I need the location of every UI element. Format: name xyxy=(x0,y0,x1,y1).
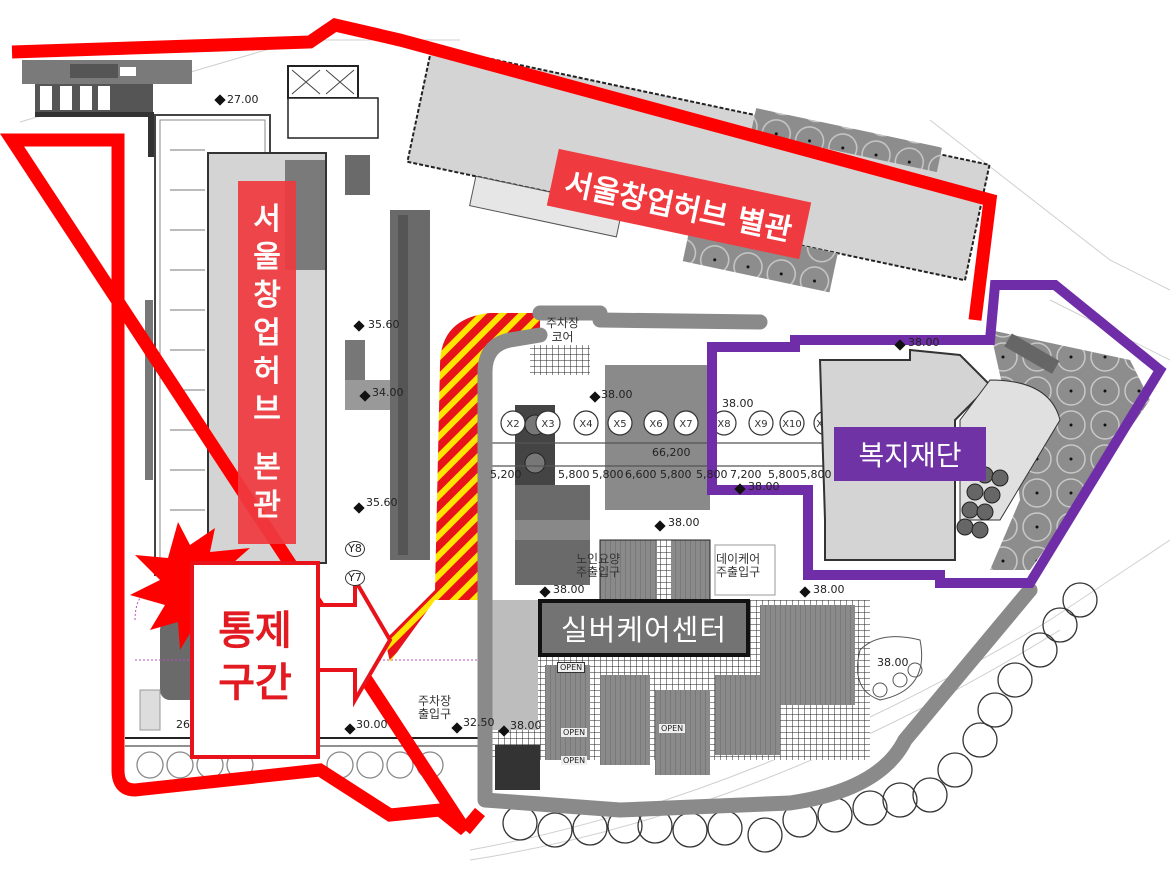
dimension-span: 5,800 xyxy=(660,468,692,481)
dimension-span: 5,800 xyxy=(592,468,624,481)
svg-text:X5: X5 xyxy=(613,419,626,430)
elevation-markers xyxy=(214,94,906,737)
elevation-label: 38.00 xyxy=(553,583,585,596)
dimension-total: 66,200 xyxy=(652,446,691,459)
annex-building xyxy=(406,45,991,293)
elevation-label: 38.00 xyxy=(813,583,845,596)
svg-text:X4: X4 xyxy=(579,419,592,430)
svg-text:X3: X3 xyxy=(541,419,554,430)
silver-care-path xyxy=(477,305,1038,818)
svg-text:X7: X7 xyxy=(679,419,692,430)
elderly-care-entrance-label: 노인요양 주출입구 xyxy=(576,552,621,579)
welfare-foundation-label: 복지재단 xyxy=(834,427,986,481)
dimension-span: 5,800 xyxy=(800,468,832,481)
elevation-label: 38.00 xyxy=(722,397,754,410)
silver-care-center-label: 실버케어센터 xyxy=(538,599,750,657)
elevation-label: 35.60 xyxy=(368,318,400,331)
disabled-parking-area xyxy=(22,60,192,157)
elevation-label: 38.00 xyxy=(908,336,940,349)
parking-entrance-label: 주차장 출입구 xyxy=(418,694,452,721)
open-tag: OPEN xyxy=(557,662,586,673)
elevation-label: 30.00 xyxy=(356,718,388,731)
svg-text:X10: X10 xyxy=(782,419,802,430)
dimension-span: 5,800 xyxy=(768,468,800,481)
elevation-label: 34.00 xyxy=(372,386,404,399)
dimension-span: 5,200 xyxy=(490,468,522,481)
svg-text:X8: X8 xyxy=(717,419,730,430)
hazard-hatched-zone xyxy=(385,313,540,662)
open-tag: OPEN xyxy=(561,756,588,765)
elevation-label: 38.00 xyxy=(668,516,700,529)
elevation-label: 38.00 xyxy=(510,719,542,732)
daycare-entrance-label: 데이케어 주출입구 xyxy=(716,552,761,579)
grid-axis-y: Y8 xyxy=(345,541,365,557)
control-zone-label: 통제 구간 xyxy=(190,561,320,759)
dimension-span: 5,800 xyxy=(696,468,728,481)
small-landscape xyxy=(857,636,923,701)
dimension-span: 5,800 xyxy=(558,468,590,481)
open-tag: OPEN xyxy=(659,724,686,733)
control-boundary xyxy=(0,18,998,836)
elevation-label: 38.00 xyxy=(748,480,780,493)
elevation-label: 26 xyxy=(176,718,190,731)
svg-text:X6: X6 xyxy=(649,419,662,430)
grid-axis-row xyxy=(480,410,860,467)
dimension-span: 6,600 xyxy=(625,468,657,481)
grid-axis-y: Y7 xyxy=(345,570,365,586)
svg-text:X9: X9 xyxy=(754,419,767,430)
elevation-label: 38.00 xyxy=(601,388,633,401)
main-hall-label: 서 울 창 업 허 브 본 관 xyxy=(238,181,296,544)
stair-core-blocks xyxy=(287,65,430,560)
elevation-label: 27.00 xyxy=(227,93,259,106)
parking-core-label: 주차장 코어 xyxy=(546,316,580,344)
elevation-label: 38.00 xyxy=(877,656,909,669)
open-tag: OPEN xyxy=(561,728,588,737)
elevation-label: 35.60 xyxy=(366,496,398,509)
elevation-label: 32.50 xyxy=(463,716,495,729)
main-hall-building xyxy=(145,114,327,576)
svg-text:X2: X2 xyxy=(506,419,519,430)
arrow-shape xyxy=(314,572,393,708)
welfare-boundary xyxy=(707,280,1167,588)
dimension-span: 7,200 xyxy=(730,468,762,481)
